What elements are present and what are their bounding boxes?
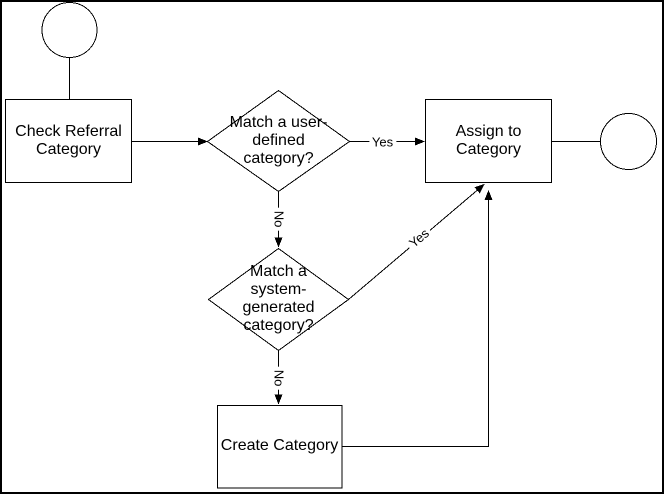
label-match-system-generated: Match a system- generated category? — [242, 263, 315, 334]
label-create-category: Create Category — [220, 437, 339, 454]
edge-label-system-generated-no: No — [271, 366, 286, 389]
label-match-user-defined: Match a user- defined category? — [229, 113, 328, 167]
arrow-create-to-assign — [342, 190, 493, 447]
label-assign-to-category: Assign to Category — [455, 122, 522, 158]
edge-label-user-defined-no: No — [271, 207, 287, 230]
edge-label-user-defined-yes: Yes — [368, 134, 397, 149]
start-circle — [41, 2, 98, 58]
label-check-referral-category: Check Referral Category — [15, 122, 122, 158]
end-circle — [600, 113, 657, 170]
